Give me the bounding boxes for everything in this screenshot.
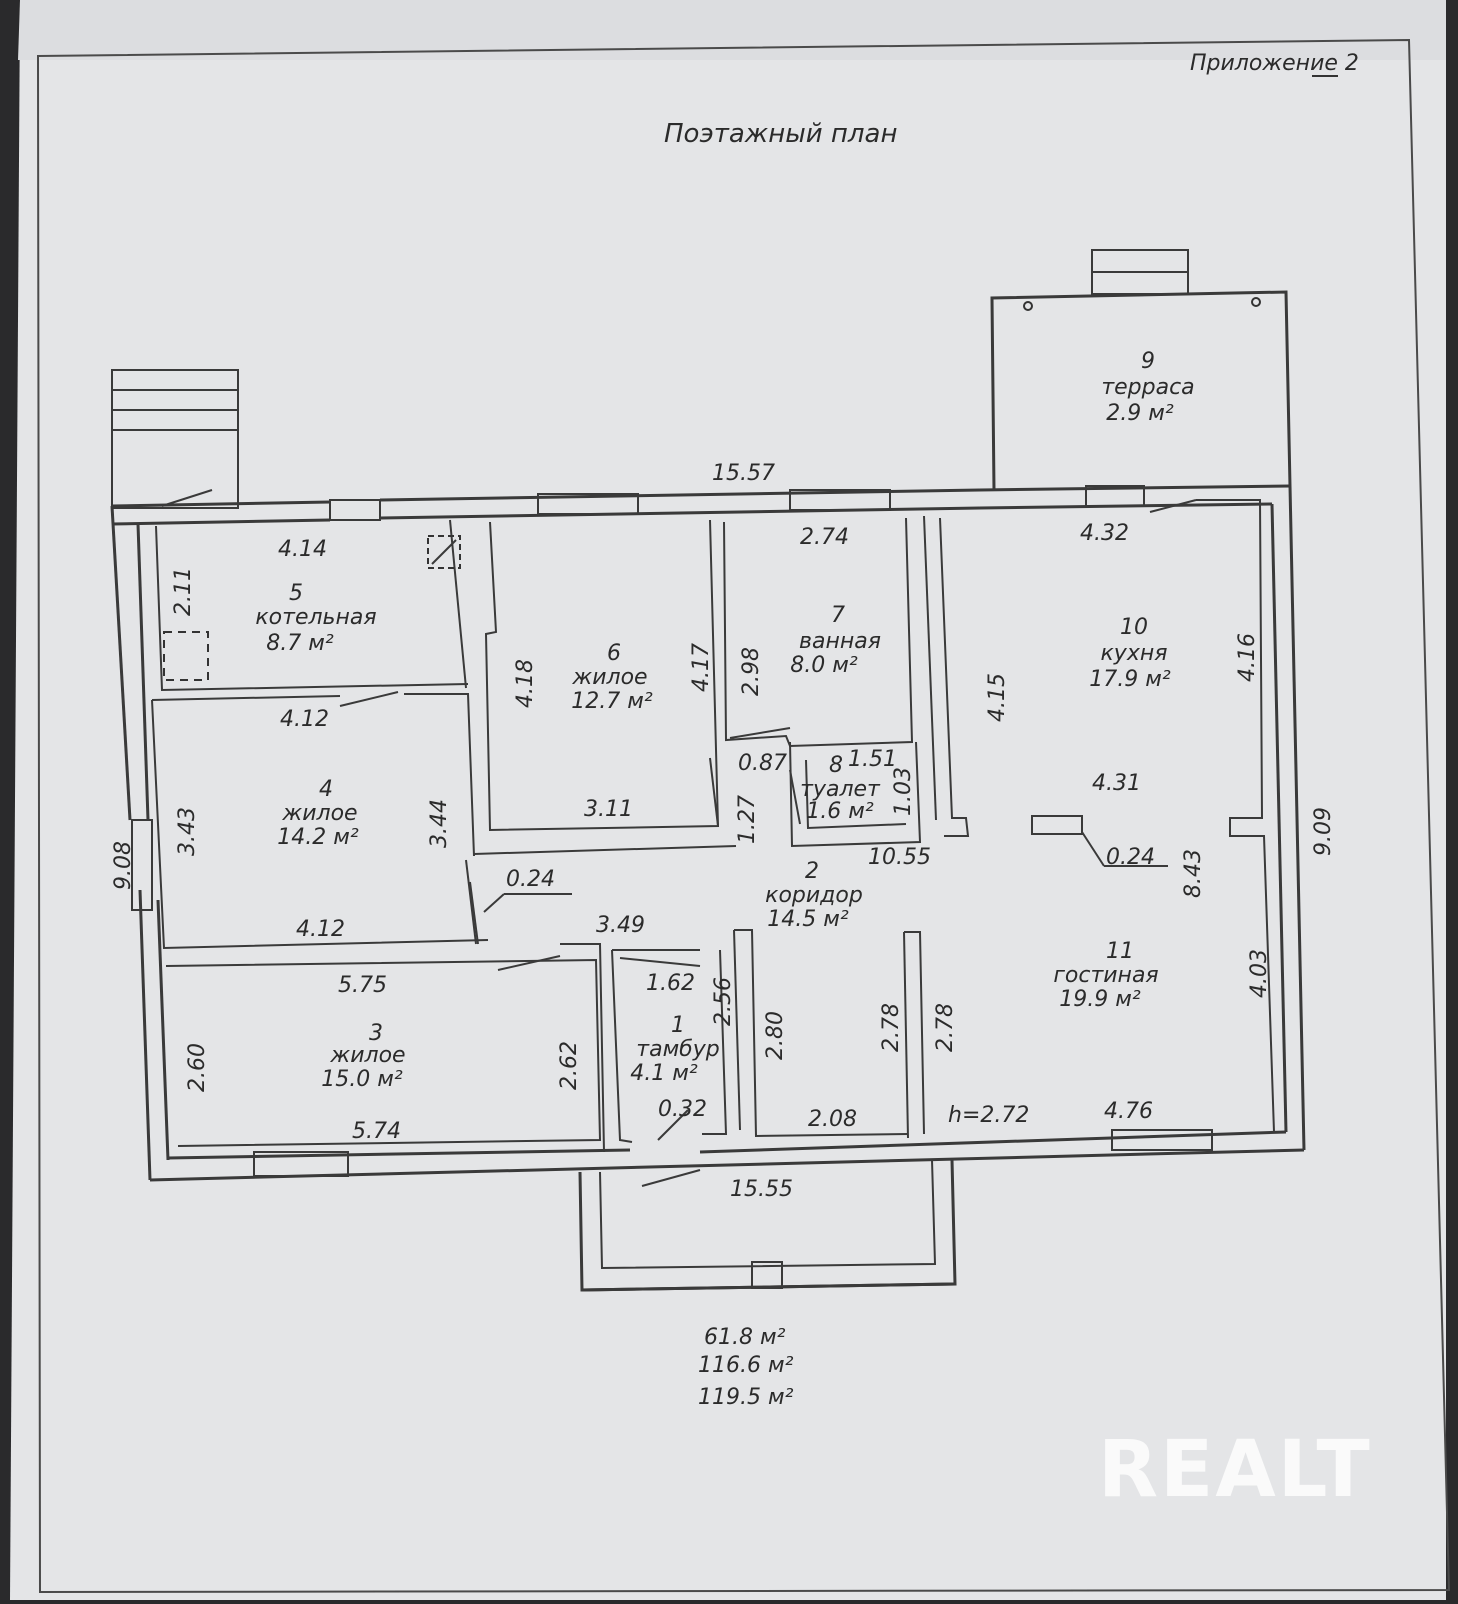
dim-r10-top: 4.32: [1080, 521, 1129, 546]
dim-r10-right: 4.16: [1235, 633, 1260, 682]
room-4-number: 4: [319, 777, 333, 802]
room-6-name: жилое: [571, 665, 647, 690]
total-area: 116.6 м²: [698, 1353, 794, 1378]
room-9-name: терраса: [1101, 375, 1194, 400]
dim-r6-right: 4.17: [689, 643, 714, 692]
dim-r8-w: 1.51: [848, 747, 897, 772]
dim-r11-height: 8.43: [1181, 849, 1206, 898]
dim-r8-h: 1.03: [891, 767, 916, 816]
room-4-name: жилое: [281, 801, 357, 826]
dim-wall-024-a: 0.24: [506, 867, 555, 892]
walls: [110, 249, 1306, 1292]
dim-r10-left: 4.15: [985, 673, 1010, 722]
dim-r4-top: 4.12: [280, 707, 329, 732]
room-7-name: ванная: [799, 629, 881, 654]
room-8-area: 1.6 м²: [806, 799, 874, 824]
room-9-number: 9: [1141, 349, 1155, 374]
room-9-area: 2.9 м²: [1106, 401, 1174, 426]
dim-r11-right: 4.03: [1247, 949, 1272, 998]
dim-wall-024-b: 0.24: [1106, 845, 1155, 870]
room-3-name: жилое: [329, 1043, 405, 1068]
room-7-area: 8.0 м²: [790, 653, 858, 678]
paper: [10, 0, 1446, 1600]
ceiling-height: h=2.72: [948, 1103, 1029, 1128]
dim-r3-right: 2.62: [557, 1041, 582, 1090]
page-title: Поэтажный план: [664, 119, 897, 149]
room-labels: 9 терраса 2.9 м² 5 котельная 8.7 м² 6 жи…: [255, 349, 1194, 1092]
appendix-label: Приложение 2: [1190, 51, 1359, 76]
realt-watermark: REALT: [1098, 1425, 1372, 1515]
room-1-area: 4.1 м²: [630, 1061, 698, 1086]
dim-corr-1055: 10.55: [868, 845, 931, 870]
dim-top-overall: 15.57: [712, 461, 775, 486]
dim-r4-left: 3.43: [175, 807, 200, 856]
room-1-number: 1: [671, 1013, 685, 1038]
room-10-name: кухня: [1101, 641, 1168, 666]
room-5-area: 8.7 м²: [266, 631, 334, 656]
room-5-number: 5: [289, 581, 303, 606]
dim-door-087: 0.87: [738, 751, 787, 776]
room-3-number: 3: [369, 1021, 383, 1046]
room-2-number: 2: [805, 859, 819, 884]
drawing-frame: [36, 38, 1451, 1594]
dim-r11-bottom: 4.76: [1104, 1099, 1153, 1124]
dim-r1-top: 1.62: [646, 971, 695, 996]
dim-r4-bottom: 4.12: [296, 917, 345, 942]
dim-corr-349: 3.49: [596, 913, 645, 938]
dim-corr-280: 2.80: [763, 1011, 788, 1060]
room-6-number: 6: [607, 641, 621, 666]
room-1-name: тамбур: [636, 1037, 719, 1062]
dim-corr-127: 1.27: [735, 795, 760, 844]
dim-r7-top: 2.74: [800, 525, 849, 550]
room-11-name: гостиная: [1053, 963, 1158, 988]
room-6-area: 12.7 м²: [571, 689, 653, 714]
dim-r1-door: 0.32: [658, 1097, 707, 1122]
dim-corr-278-a: 2.78: [879, 1003, 904, 1052]
dim-corr-208: 2.08: [808, 1107, 857, 1132]
dim-r6-bottom: 3.11: [584, 797, 633, 822]
dim-r3-top: 5.75: [338, 973, 387, 998]
room-8-number: 8: [829, 753, 843, 778]
area-totals: 61.8 м² 116.6 м² 119.5 м²: [698, 1325, 794, 1410]
room-11-area: 19.9 м²: [1059, 987, 1141, 1012]
room-10-number: 10: [1120, 615, 1148, 640]
room-2-name: коридор: [765, 883, 863, 908]
dim-r3-left: 2.60: [185, 1043, 210, 1092]
dim-right-overall: 9.09: [1311, 807, 1336, 856]
dim-corr-278-b: 2.78: [933, 1003, 958, 1052]
dim-r7-left: 2.98: [739, 647, 764, 696]
dim-r3-bottom: 5.74: [352, 1119, 401, 1144]
dim-r5-top: 4.14: [278, 537, 327, 562]
dim-r5-side: 2.11: [171, 567, 196, 616]
dim-r4-right: 3.44: [427, 799, 452, 848]
room-2-area: 14.5 м²: [767, 907, 849, 932]
room-7-number: 7: [831, 603, 845, 628]
room-5-name: котельная: [255, 605, 376, 630]
dim-left-overall: 9.08: [111, 841, 136, 890]
dim-r10-bottom: 4.31: [1092, 771, 1141, 796]
room-11-number: 11: [1106, 939, 1134, 964]
total-living: 61.8 м²: [704, 1325, 786, 1350]
dimension-labels: 15.57 15.55 9.08 9.09 4.14 2.11 4.12 4.1…: [111, 461, 1336, 1202]
total-with-terrace: 119.5 м²: [698, 1385, 794, 1410]
room-3-area: 15.0 м²: [321, 1067, 403, 1092]
dim-r6-left: 4.18: [513, 659, 538, 708]
dim-bottom-overall: 15.55: [730, 1177, 793, 1202]
room-8-name: туалет: [800, 777, 881, 802]
room-10-area: 17.9 м²: [1089, 667, 1171, 692]
dim-r1-right: 2.56: [711, 977, 736, 1026]
room-4-area: 14.2 м²: [277, 825, 359, 850]
